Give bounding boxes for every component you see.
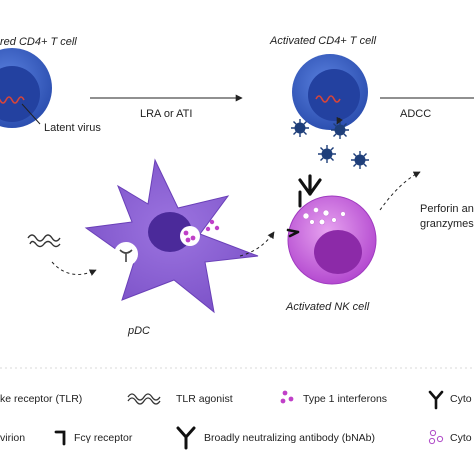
fcy-receptor-icon: [286, 228, 300, 238]
interferon-arrow: [239, 231, 275, 257]
fcy-receptor-icon: [54, 430, 66, 446]
pdc-label: pDC: [127, 325, 150, 337]
virion-icon: [331, 121, 349, 139]
budding-arrow: [336, 116, 343, 125]
virion-icon: [351, 151, 369, 169]
cytokine-granules: [302, 207, 346, 226]
legend-cytokine-label: Cyto: [450, 432, 472, 444]
bnab-icon: [298, 174, 322, 208]
perforin-arrow: [379, 171, 421, 211]
legend-row-2: virion Fcγ receptor Broadly neutralizing…: [0, 426, 472, 450]
activated-cd4-t-cell: [292, 54, 368, 130]
legend-cytokine-receptor-label: Cyto: [450, 393, 472, 405]
legend-tlr-label: ke receptor (TLR): [0, 393, 82, 405]
latent-virus-label: Latent virus: [44, 122, 101, 134]
type1-interferon-icon: [280, 390, 294, 404]
virion-icon: [291, 119, 309, 137]
legend-virion-label: virion: [0, 432, 25, 444]
tlr-agonist-icon: [27, 234, 61, 242]
adcc-label: ADCC: [400, 108, 431, 120]
activated-cd4-label: Activated CD4+ T cell: [269, 35, 377, 47]
tlr-icon: [119, 249, 133, 262]
legend-interferon-label: Type 1 interferons: [303, 393, 387, 405]
cytokine-icon: [428, 429, 444, 445]
tlr-agonist-icon: [127, 393, 161, 401]
virion-icon: [318, 145, 336, 163]
legend-tlr-agonist-label: TLR agonist: [176, 393, 233, 405]
virions-cluster: [291, 119, 369, 169]
tlr-agonist-icon: [127, 397, 161, 405]
legend-fcy-label: Fcγ receptor: [74, 432, 133, 444]
lra-label: LRA or ATI: [140, 108, 192, 120]
perforin-label: Perforin an: [420, 203, 474, 215]
pdc-cell: [84, 158, 259, 314]
activated-nk-label: Activated NK cell: [285, 301, 370, 313]
granzymes-label: granzymes: [420, 218, 474, 230]
agonist-arrow: [51, 261, 97, 276]
active-virus-icon: [315, 95, 341, 103]
tlr-agonist-icon: [29, 240, 61, 248]
bnab-icon: [176, 426, 196, 450]
latent-virus-icon: [0, 96, 25, 104]
resting-cd4-t-cell: [0, 48, 52, 128]
legend-bnab-label: Broadly neutralizing antibody (bNAb): [204, 432, 375, 444]
legend-row-1: ke receptor (TLR) TLR agonist Type 1 int…: [0, 390, 472, 410]
latent-virus-pointer: [21, 103, 41, 125]
activated-nk-cell: [286, 195, 377, 285]
cytokine-receptor-icon: [428, 390, 444, 410]
resting-cell-label: red CD4+ T cell: [0, 36, 77, 48]
